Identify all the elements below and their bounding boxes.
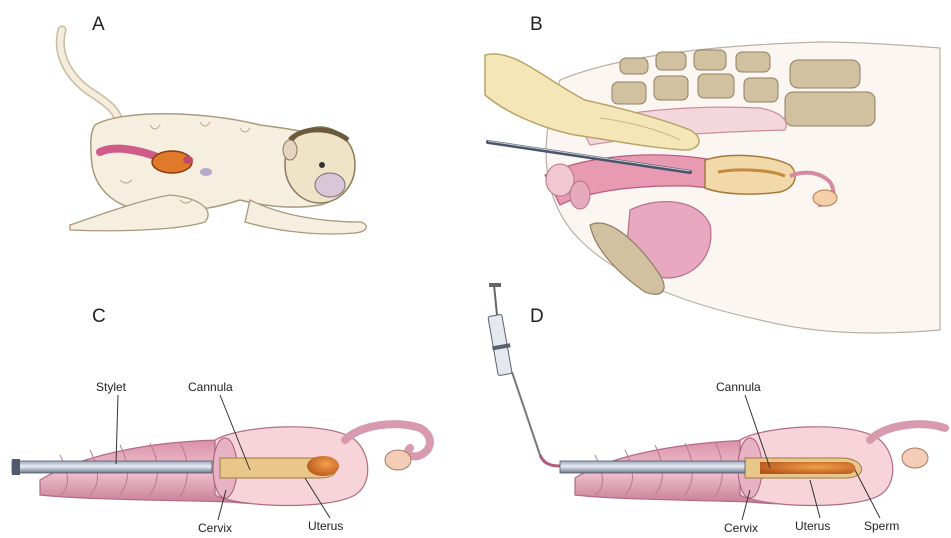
panel-c-letter: C [92,306,106,328]
stylet-label: Stylet [96,380,126,394]
uterus-label-c: Uterus [308,519,343,533]
panel-d-letter: D [530,306,544,328]
panel-a-letter: A [92,14,105,36]
sperm-label-d: Sperm [864,519,899,533]
cervix-label-c: Cervix [198,521,232,535]
cannula-label-d: Cannula [716,380,761,394]
panel-b-sagittal-section [485,42,940,333]
panel-c-cannula-diagram [12,395,430,520]
panel-b-letter: B [530,14,543,36]
syringe [488,283,560,466]
panel-a-monkey-illustration [60,30,366,234]
cervix-label-d: Cervix [724,521,758,535]
uterus-label-d: Uterus [795,519,830,533]
cannula-label-c: Cannula [188,380,233,394]
